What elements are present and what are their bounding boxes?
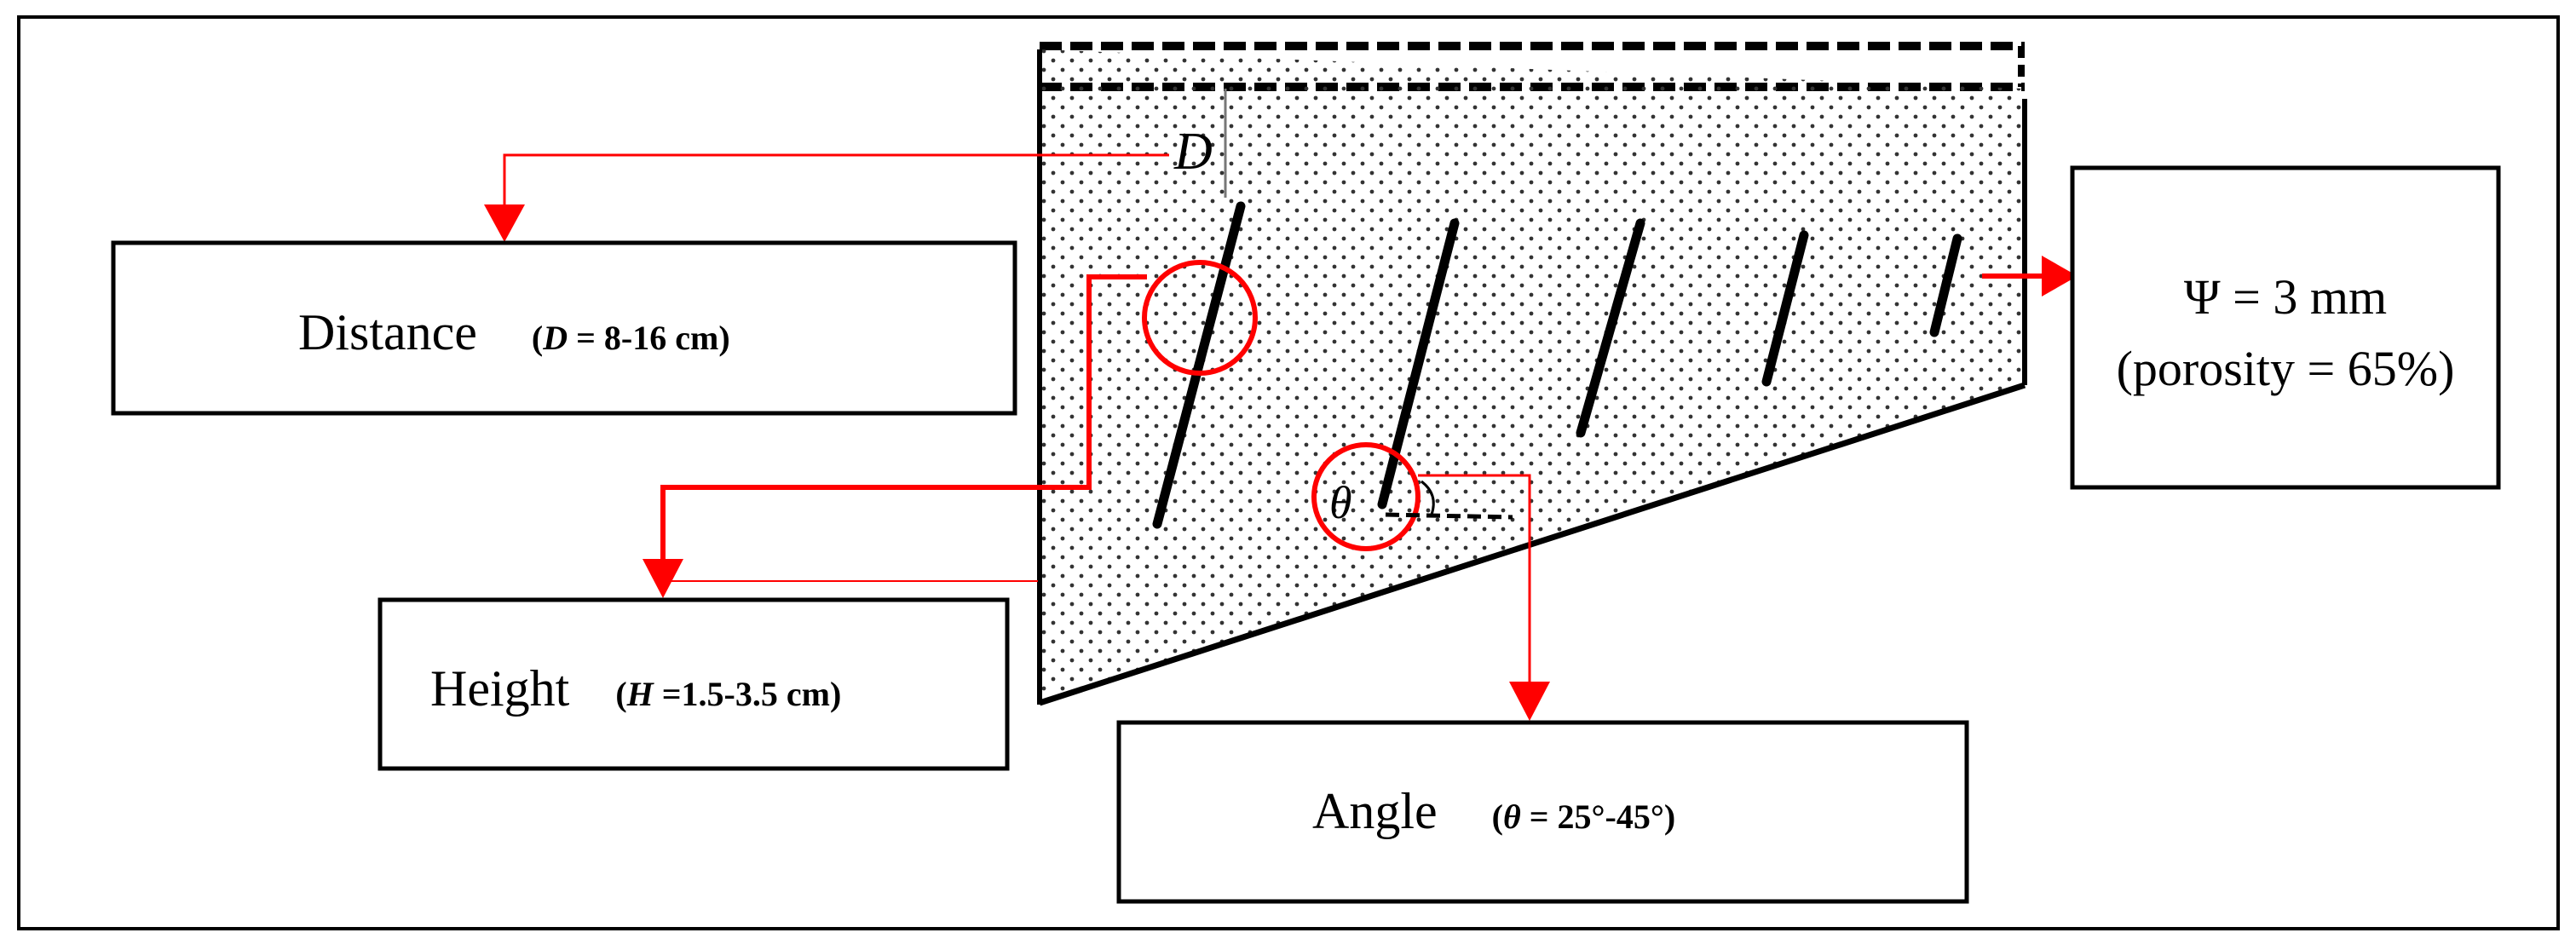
angle-paren: ( [1492,797,1503,836]
height-highlight-circle [1142,260,1258,376]
distance-title: Distance [298,304,477,360]
angle-title: Angle [1312,783,1438,839]
fiber-1 [1152,201,1246,529]
psi-line1: Ψ = 3 mm [2184,269,2387,325]
height-title: Height [430,660,570,717]
height-label: Height (H =1.5-3.5 cm) [430,660,841,717]
fiber-3 [1576,218,1645,438]
red-leader-lines [503,153,2043,682]
theta-marker: θ [1329,477,1352,528]
fiber-2 [1377,218,1460,510]
distance-arrowhead [484,204,525,242]
angle-reference-line [1385,512,1513,520]
angle-arc [1421,480,1435,515]
outer-frame [17,15,2560,930]
angle-value: = 25°-45°) [1521,797,1675,836]
height-value: =1.5-3.5 cm) [654,675,842,713]
angle-highlight-circle [1311,442,1421,551]
fiber-5 [1929,233,1962,337]
height-box [377,597,1010,771]
soil-bottom-slope [1038,382,2026,706]
height-leader [660,274,1147,559]
red-arrowheads [484,204,2078,721]
height-symbol: H [626,675,655,713]
inclined-fibers [1152,201,1962,529]
angle-symbol: θ [1503,797,1521,836]
psi-arrowhead [2042,256,2078,297]
angle-arrowhead [1509,682,1550,721]
distance-value: = 8-16 cm) [568,319,730,357]
distance-symbol: D [542,319,568,357]
angle-label: Angle (θ = 25°-45°) [1312,783,1675,839]
distance-leader [503,153,1169,204]
angle-leader [1418,474,1531,682]
fiber-4 [1761,230,1809,387]
height-paren: ( [615,675,626,713]
d-marker: D [1173,123,1213,181]
distance-label: Distance (D = 8-16 cm) [298,304,730,360]
psi-line2: (porosity = 65%) [2117,341,2455,396]
soil-body [1040,49,2025,705]
distance-paren: ( [532,319,543,357]
angle-box [1116,720,1969,904]
psi-box [2070,165,2501,490]
height-arrowhead [643,559,683,598]
distance-box [111,240,1017,416]
